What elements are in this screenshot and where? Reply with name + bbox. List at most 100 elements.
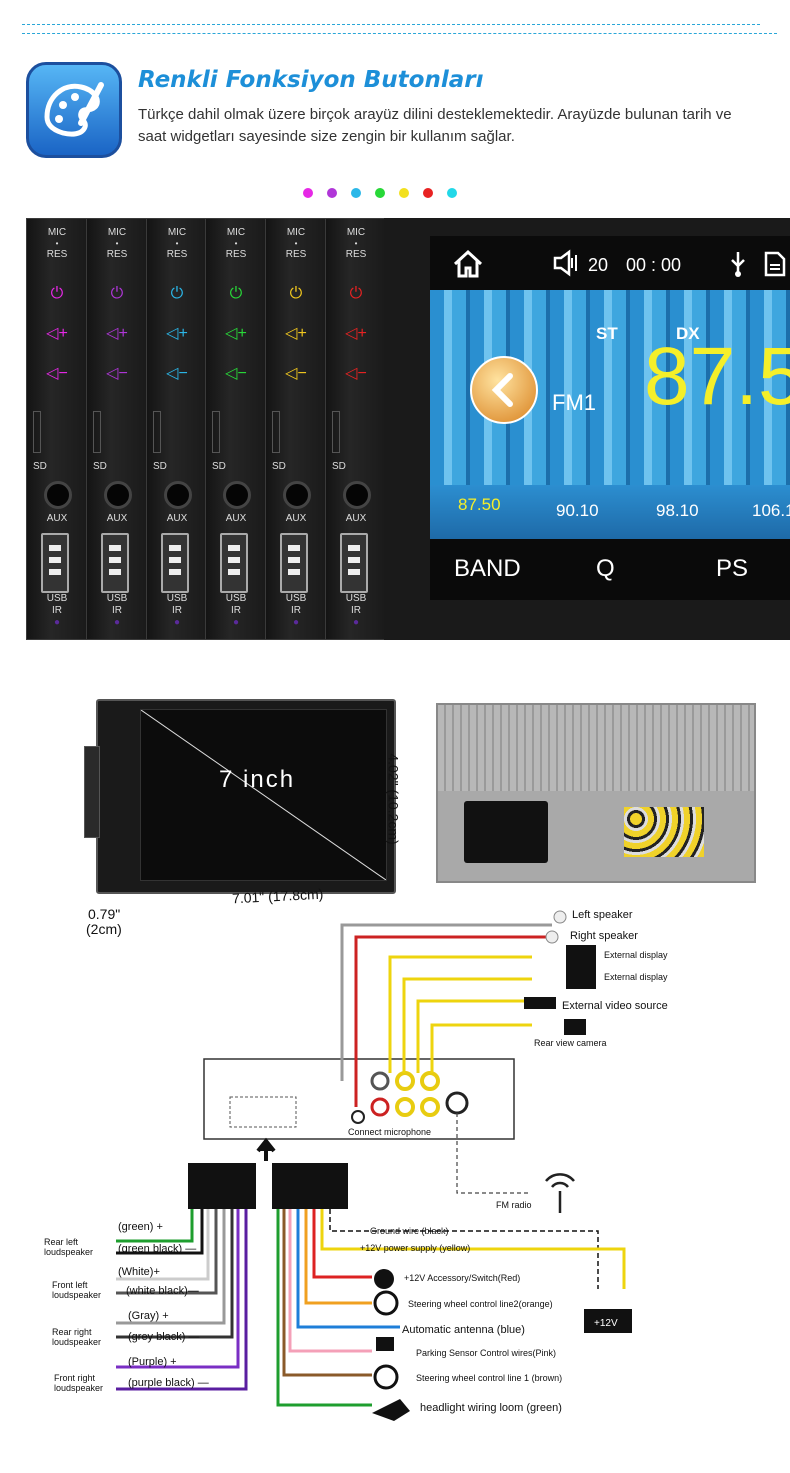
usb-label: USB <box>106 593 128 604</box>
fm-radio-label: FM radio <box>496 1200 532 1210</box>
power-icon[interactable]: ⏻ <box>170 285 184 302</box>
control-button-ps[interactable]: PS <box>716 555 749 582</box>
mic-icon <box>351 1110 365 1124</box>
power-icon[interactable]: ⏻ <box>289 285 303 302</box>
volume-up-icon[interactable]: ◁+ <box>225 325 247 342</box>
page-title: Renkli Fonksiyon Butonları <box>138 67 484 93</box>
antenna-icon <box>545 1173 575 1213</box>
aux-jack[interactable] <box>223 481 251 509</box>
volume-down-icon[interactable]: ◁− <box>345 365 367 382</box>
aux-jack[interactable] <box>44 481 72 509</box>
front-right-label: Front right loudspeaker <box>54 1373 104 1393</box>
sd-card-icon <box>764 251 786 277</box>
usb-port[interactable] <box>161 533 189 593</box>
color-dot <box>351 188 361 198</box>
up-arrow <box>256 1137 276 1161</box>
parking-wire-label: Parking Sensor Control wires(Pink) <box>416 1348 557 1358</box>
right-speaker-wire <box>354 935 552 1107</box>
purple-black-label: (purple black) — <box>128 1377 209 1389</box>
radio-background: ST DX FM1 87.5 <box>430 290 790 485</box>
volume-down-icon[interactable]: ◁− <box>285 365 307 382</box>
sd-slot[interactable] <box>33 411 41 453</box>
antenna-wire-label: Automatic antenna (blue) <box>402 1324 525 1336</box>
width-dimension: 7.01" (17.8cm) <box>231 885 324 907</box>
height-dimension: 4.02" (10.2cm) <box>385 753 402 845</box>
usb-port[interactable] <box>280 533 308 593</box>
depth-dimension: 0.79" <box>88 906 121 922</box>
frequency-display: 87.5 <box>644 331 790 422</box>
sd-slot[interactable] <box>212 411 220 453</box>
volume-up-icon[interactable]: ◁+ <box>46 325 68 342</box>
control-button-band[interactable]: BAND <box>454 555 521 582</box>
fm-radio-wire <box>456 1113 530 1194</box>
volume-up-icon[interactable]: ◁+ <box>106 325 128 342</box>
sd-slot[interactable] <box>93 411 101 453</box>
aux-jack[interactable] <box>283 481 311 509</box>
aux-label: AUX <box>46 513 68 524</box>
antenna-socket <box>445 1091 469 1115</box>
volume-up-icon[interactable]: ◁+ <box>285 325 307 342</box>
camera-wire <box>430 1023 532 1073</box>
sd-slot[interactable] <box>272 411 280 453</box>
volume-down-icon[interactable]: ◁− <box>46 365 68 382</box>
ext-display-wire-2 <box>402 977 532 1073</box>
color-dot <box>399 188 409 198</box>
ir-label: IR <box>291 605 301 616</box>
screen-diagonal <box>141 710 386 880</box>
mic-hole: • <box>55 239 59 248</box>
unit-screen: 7 inch <box>140 709 387 881</box>
preset-station[interactable]: 90.10 <box>556 501 599 520</box>
sd-slot[interactable] <box>153 411 161 453</box>
palette-logo-icon <box>26 62 122 158</box>
external-display-icon-1 <box>566 945 596 967</box>
volume-icon[interactable] <box>552 249 580 277</box>
reset-label: RES <box>166 249 188 260</box>
preset-station[interactable]: 98.10 <box>656 501 699 520</box>
screen-size-label: 7 inch <box>219 766 296 793</box>
aux-jack[interactable] <box>104 481 132 509</box>
power-icon[interactable]: ⏻ <box>349 285 363 302</box>
usb-port[interactable] <box>41 533 69 593</box>
usb-port[interactable] <box>340 533 368 593</box>
aux-jack[interactable] <box>164 481 192 509</box>
sd-label: SD <box>212 461 226 472</box>
stereo-indicator: ST <box>596 324 618 343</box>
power-icon[interactable]: ⏻ <box>229 285 243 302</box>
parking-sensor-icon <box>376 1337 394 1351</box>
wiring-diagram <box>116 910 632 1421</box>
preset-station[interactable]: 106.1 <box>752 501 790 520</box>
video-source-icon <box>524 997 556 1009</box>
aux-jack[interactable] <box>343 481 371 509</box>
usb-label: USB <box>46 593 68 604</box>
sd-slot[interactable] <box>332 411 340 453</box>
power-icon[interactable]: ⏻ <box>110 285 124 302</box>
purple-plus-label: (Purple) + <box>128 1356 177 1368</box>
color-dot <box>303 188 313 198</box>
volume-up-icon[interactable]: ◁+ <box>345 325 367 342</box>
preset-station[interactable]: 87.50 <box>458 495 501 514</box>
back-button[interactable] <box>470 356 538 424</box>
white-black-label: (white black)— <box>126 1285 199 1297</box>
rca-yellow-2 <box>420 1071 440 1091</box>
usb-port[interactable] <box>101 533 129 593</box>
mic-hole: • <box>354 239 358 248</box>
dx-indicator: DX <box>676 324 700 343</box>
power-icon[interactable]: ⏻ <box>50 285 64 302</box>
volume-down-icon[interactable]: ◁− <box>106 365 128 382</box>
home-icon[interactable] <box>452 249 484 279</box>
volume-down-icon[interactable]: ◁− <box>166 365 188 382</box>
left-speaker-label: Left speaker <box>572 909 633 921</box>
volume-down-icon[interactable]: ◁− <box>225 365 247 382</box>
volume-up-icon[interactable]: ◁+ <box>166 325 188 342</box>
aux-label: AUX <box>225 513 247 524</box>
iso-socket <box>229 1096 297 1128</box>
control-button-q[interactable]: Q <box>596 555 615 582</box>
usb-port[interactable] <box>220 533 248 593</box>
rear-camera-label: Rear view camera <box>534 1038 607 1048</box>
external-display-label-1: External display <box>604 950 668 960</box>
rca-yellow-1 <box>395 1071 415 1091</box>
